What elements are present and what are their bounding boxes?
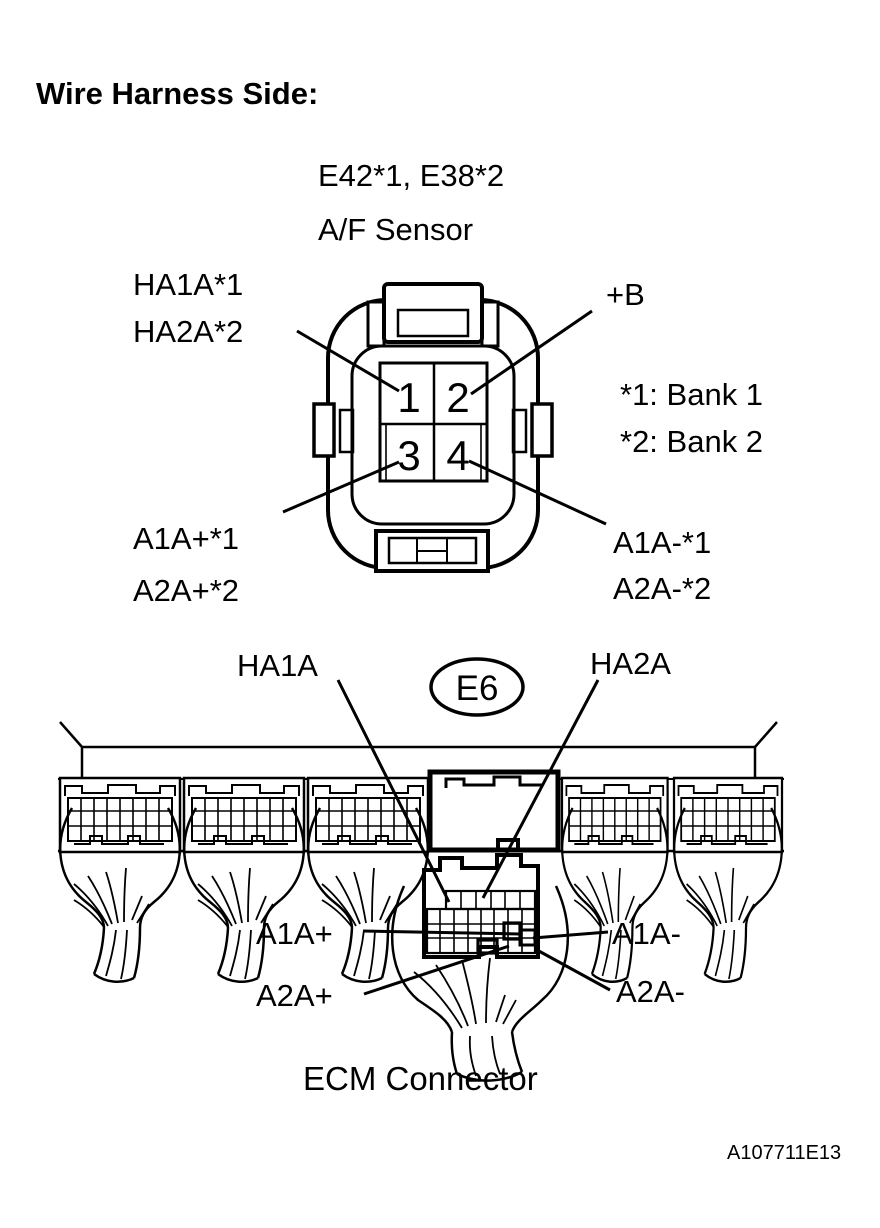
e6-connector-id: E6 [456,669,499,708]
label-pin1-line1: HA1A*1 [133,267,243,302]
label-a1a-plus: A1A+ [256,916,333,951]
ecm-connector-module [560,776,669,854]
label-pin1-line2: HA2A*2 [133,314,243,349]
label-a1a-minus: A1A- [612,916,681,951]
ecm-leader-lines [336,679,611,996]
note-bank2: *2: Bank 2 [620,424,763,459]
sensor-pin-2: 2 [446,374,469,421]
sensor-connector-codes: E42*1, E38*2 [318,158,504,193]
label-pin3-line1: A1A+*1 [133,521,239,556]
sensor-pin-3: 3 [397,432,420,479]
ecm-connector-module [672,776,784,854]
e6-connector-wire-bundle [391,885,569,1082]
ecm-caption: ECM Connector [303,1060,538,1097]
figure-id: A107711E13 [727,1142,841,1164]
label-pin2: +B [606,277,645,312]
ecm-connector-drawing: E6 [58,657,784,1082]
label-a2a-minus: A2A- [616,974,685,1009]
sensor-leader-lines [282,309,607,526]
sensor-name: A/F Sensor [318,212,473,247]
ecm-empty-socket [427,769,561,853]
sensor-pin-1: 1 [397,374,420,421]
e6-connector-id-balloon: E6 [429,657,525,717]
label-pin4-line1: A1A-*1 [613,525,711,560]
label-a2a-plus: A2A+ [256,978,333,1013]
label-ha1a: HA1A [237,648,318,683]
page-title: Wire Harness Side: [36,76,318,111]
ecm-connector-module [58,776,182,854]
af-sensor-connector-drawing: 1 2 3 4 [312,282,554,573]
label-pin4-line2: A2A-*2 [613,571,711,606]
label-pin3-line2: A2A+*2 [133,573,239,608]
ecm-connector-module [182,776,306,854]
ecm-connector-module [306,776,430,854]
sensor-pin-4: 4 [446,432,469,479]
note-bank1: *1: Bank 1 [620,377,763,412]
label-ha2a: HA2A [590,646,671,681]
e6-connector-body [422,853,540,959]
